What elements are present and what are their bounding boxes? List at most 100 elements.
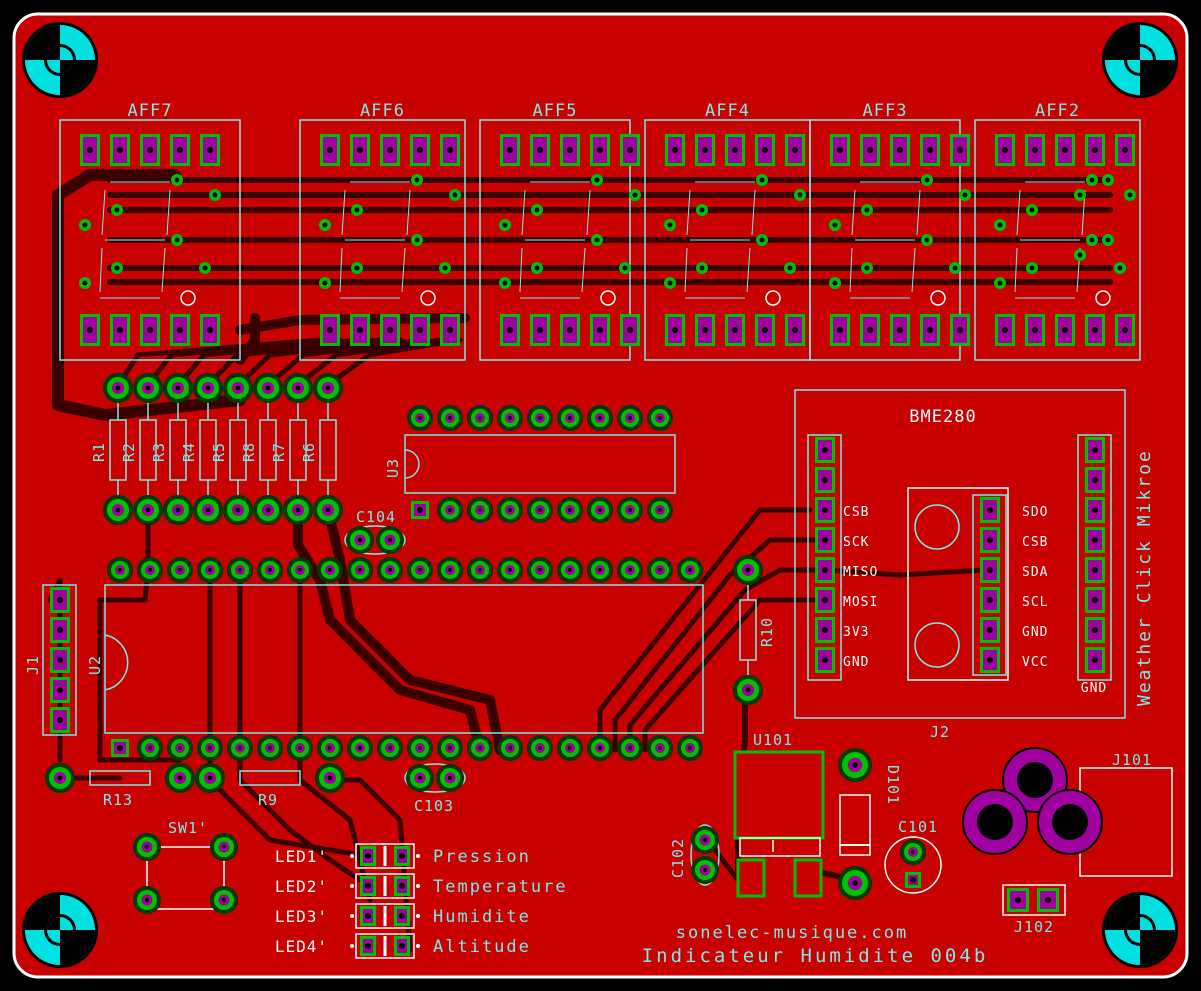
display-pin [1062,147,1068,153]
led-dot [350,854,354,858]
via-hole [952,265,958,271]
via-hole [962,192,968,198]
c101-pad [911,850,915,854]
resistor-pad [115,385,121,391]
bme-gnd-pin [1092,657,1098,663]
u2-pin [118,568,122,572]
led-pad [365,853,371,859]
segment [401,247,406,293]
via-hole [502,222,508,228]
segment [161,247,166,293]
u2-pin [238,746,242,750]
via-hole [924,237,930,243]
resistor-pad [325,385,331,391]
bme-left-pin [822,567,828,573]
via-hole [114,207,120,213]
u2-pin [628,746,632,750]
led-pad [365,913,371,919]
via-hole [1105,237,1111,243]
segment [166,189,171,236]
display-pin [537,147,543,153]
display-pin [1092,327,1098,333]
silk-text: J1 [24,655,42,675]
u2-pin [208,568,212,572]
resistor-pad [235,507,241,513]
bme-left-pin-label: MOSI [843,595,878,610]
u2-outline [104,584,704,734]
sw1-pad [221,897,227,903]
u3-pin [658,416,662,420]
silk-text: GND [1081,681,1107,696]
display-pin [1092,147,1098,153]
segment [1014,247,1018,293]
display-pin [672,147,678,153]
via-hole [174,237,180,243]
via-hole [667,280,673,286]
display-outline [59,119,241,361]
u3-pin [598,416,602,420]
led-outline [355,933,415,959]
resistor-label: R1 [90,442,108,462]
via-hole [414,177,420,183]
bme-left-pin [822,627,828,633]
mount-hole-quad [1127,47,1140,60]
u3-pin [568,508,572,512]
display-pin [897,147,903,153]
u101-pad [736,858,766,898]
bme-left-pin-label: GND [843,655,869,670]
j1-pin [57,687,63,693]
display-pin [87,147,93,153]
u2-pin [538,746,542,750]
c103-outline [404,763,466,793]
bme-left-header [807,434,842,681]
segment [751,189,756,236]
via-hole [797,192,803,198]
display-pin [207,327,213,333]
u2-pin [568,746,572,750]
display-pin [567,147,573,153]
resistor-label: R8 [240,442,258,462]
via-hole [82,222,88,228]
bme-gnd-pin [1092,447,1098,453]
silk-text: D101 [884,765,902,805]
display-pin [207,147,213,153]
resistor-label: R2 [120,442,138,462]
display-pin [867,327,873,333]
c103-pad [417,775,423,781]
bme-right-pin-label: VCC [1022,655,1048,670]
u3-pin [568,416,572,420]
u2-pin [658,746,662,750]
r13-body [89,770,151,786]
display-pin [927,147,933,153]
resistor-pad [115,507,121,513]
u2-pin [358,746,362,750]
trace [612,537,828,753]
segment [586,189,591,236]
display-pin [507,147,513,153]
resistor-pad [265,507,271,513]
display-pin [567,327,573,333]
via-hole [1077,252,1083,258]
u2-notch [104,634,129,691]
silk-text: C102 [669,838,687,878]
led-pad [399,883,405,889]
silkscreen [42,119,1173,959]
led-text: Temperature [433,877,568,897]
u2-pin [268,568,272,572]
r9-pad [207,775,213,781]
via-hole [114,265,120,271]
bme-left-pin-label: 3V3 [843,625,869,640]
u2-pin1 [117,745,123,751]
trace [52,169,181,401]
via-hole [534,207,540,213]
via-hole [202,265,208,271]
trace [323,505,505,755]
display-label: AFF2 [1035,101,1080,121]
display-pin [732,147,738,153]
via-hole [699,207,705,213]
via-hole [594,237,600,243]
dp-circle [600,290,616,306]
bme-right-header [972,494,1007,676]
via-hole [667,222,673,228]
